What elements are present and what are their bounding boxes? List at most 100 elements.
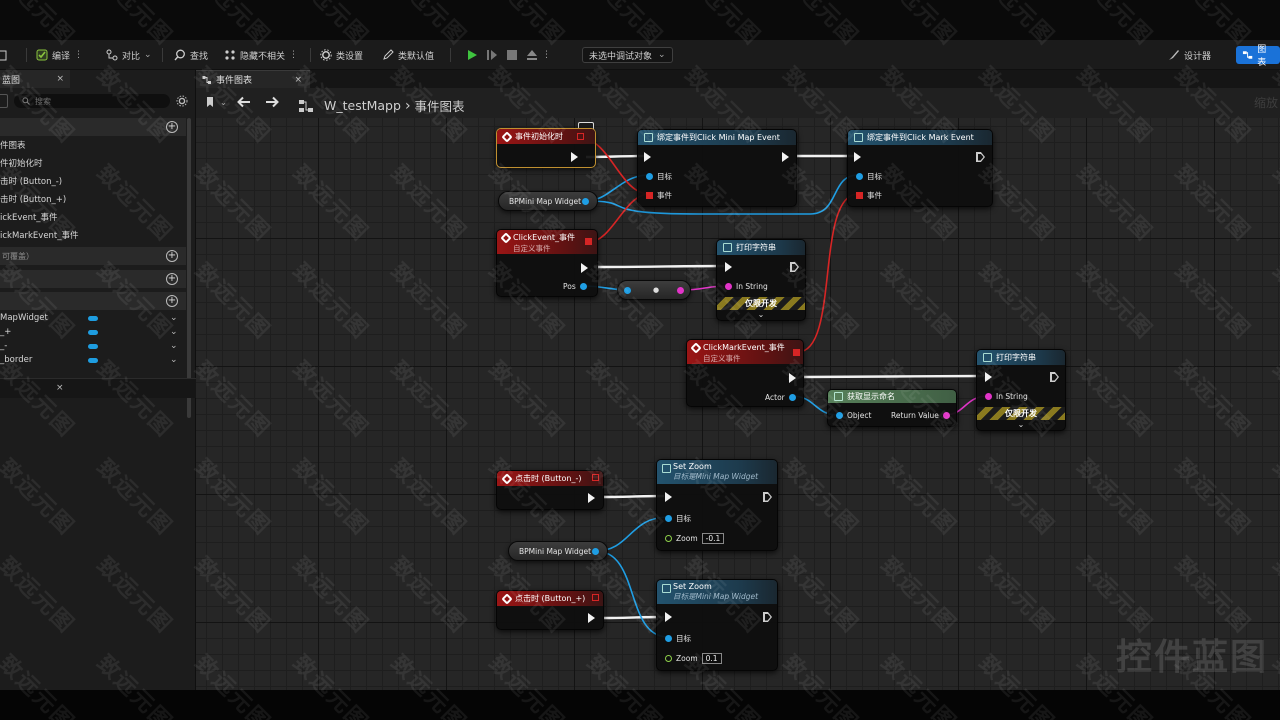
input-pin[interactable] bbox=[624, 286, 631, 294]
print-string-node-2[interactable]: 打印字符串 In String 仅限开发 ⌄ bbox=[976, 349, 1066, 431]
exec-out-pin[interactable] bbox=[588, 613, 595, 623]
object-out-pin[interactable] bbox=[592, 548, 599, 555]
tab-event-graph[interactable]: 事件图表 × bbox=[196, 70, 310, 88]
forward-button[interactable] bbox=[264, 96, 280, 108]
find-button[interactable]: 查找 bbox=[174, 47, 208, 63]
graph-mode-button[interactable]: 图表 bbox=[1236, 45, 1280, 68]
target-pin[interactable]: 目标 bbox=[856, 171, 882, 182]
delegate-out-pin[interactable] bbox=[585, 238, 592, 245]
string-out-pin[interactable] bbox=[677, 287, 684, 294]
graph-item-click-mark-event[interactable]: ickMarkEvent_事件 bbox=[0, 227, 79, 243]
exec-out-pin[interactable] bbox=[976, 152, 985, 162]
delegate-out-pin[interactable] bbox=[577, 133, 584, 140]
delegate-out-pin[interactable] bbox=[592, 594, 599, 601]
in-string-pin[interactable]: In String bbox=[985, 392, 1028, 401]
exec-in-pin[interactable] bbox=[665, 492, 672, 502]
step-button[interactable] bbox=[486, 47, 498, 63]
bind-event-mark-node[interactable]: 绑定事件到Click Mark Event 目标 事件 bbox=[847, 129, 993, 207]
chevron-down-icon[interactable]: ⌄ bbox=[170, 341, 178, 351]
get-display-name-node[interactable]: 获取显示命名 Object Return Value bbox=[827, 389, 957, 427]
compile-button[interactable]: 编译 ⋮ bbox=[36, 47, 83, 63]
event-init-node[interactable]: 事件初始化时 bbox=[496, 128, 596, 168]
target-pin[interactable]: 目标 bbox=[665, 513, 691, 524]
exec-out-pin[interactable] bbox=[1050, 372, 1059, 382]
conversion-node[interactable]: ● bbox=[617, 280, 691, 300]
class-settings-button[interactable]: 类设置 bbox=[320, 47, 363, 63]
add-variable-icon[interactable]: + bbox=[166, 295, 178, 307]
add-macro-icon[interactable]: + bbox=[166, 273, 178, 285]
search-input[interactable]: 搜索 bbox=[14, 94, 170, 108]
zoom-value-field[interactable]: -0.1 bbox=[701, 533, 725, 544]
variable-item-button-minus[interactable]: _- ⌄ bbox=[0, 338, 186, 354]
left-panel-scrollbar[interactable] bbox=[187, 118, 191, 418]
expand-chevron-icon[interactable]: ⌄ bbox=[757, 310, 765, 319]
play-button[interactable] bbox=[466, 47, 478, 63]
delegate-out-pin[interactable] bbox=[592, 474, 599, 481]
target-pin[interactable]: 目标 bbox=[646, 171, 672, 182]
exec-in-pin[interactable] bbox=[985, 372, 992, 382]
in-string-pin[interactable]: In String bbox=[725, 282, 768, 291]
set-zoom-node-1[interactable]: Set Zoom 目标是Mini Map Widget 目标 Zoom-0.1 bbox=[656, 459, 778, 551]
hide-unrelated-button[interactable]: 隐藏不相关 ⋮ bbox=[224, 47, 298, 63]
settings-gear-icon[interactable] bbox=[176, 95, 188, 107]
chevron-down-icon[interactable]: ⌄ bbox=[170, 355, 178, 365]
functions-section-header[interactable]: 可覆盖） + bbox=[0, 247, 186, 265]
print-string-node-1[interactable]: 打印字符串 In String 仅限开发 ⌄ bbox=[716, 239, 806, 321]
delegate-out-pin[interactable] bbox=[793, 349, 800, 356]
designer-button[interactable]: 设计器 bbox=[1168, 47, 1211, 63]
zoom-pin[interactable]: Zoom-0.1 bbox=[665, 533, 725, 544]
variable-item-minimap-widget[interactable]: MapWidget ⌄ bbox=[0, 310, 186, 326]
kebab-icon[interactable]: ⋮ bbox=[74, 50, 84, 60]
graphs-section-header[interactable]: + bbox=[0, 118, 186, 136]
class-defaults-button[interactable]: 类默认值 bbox=[382, 47, 434, 63]
zoom-value-field[interactable]: 0.1 bbox=[701, 653, 722, 664]
kebab-icon[interactable]: ⋮ bbox=[289, 50, 299, 60]
event-pin[interactable]: 事件 bbox=[646, 190, 672, 201]
stop-button[interactable] bbox=[506, 47, 518, 63]
exec-out-pin[interactable] bbox=[571, 152, 578, 162]
return-value-pin[interactable]: Return Value bbox=[891, 411, 950, 420]
graph-item-event-graph[interactable]: 件图表 bbox=[0, 137, 26, 153]
on-clicked-plus-node[interactable]: 点击时 (Button_+) bbox=[496, 590, 604, 630]
click-event-node[interactable]: ClickEvent_事件 自定义事件 Pos bbox=[496, 229, 598, 297]
save-button[interactable] bbox=[0, 47, 12, 63]
graph-item-click-minus[interactable]: 击时 (Button_-) bbox=[0, 173, 62, 189]
variable-item-border[interactable]: _border ⌄ bbox=[0, 352, 186, 368]
exec-in-pin[interactable] bbox=[854, 152, 861, 162]
close-icon[interactable]: × bbox=[56, 383, 64, 393]
exec-in-pin[interactable] bbox=[644, 152, 651, 162]
macros-section-header[interactable]: + bbox=[0, 270, 186, 288]
diff-button[interactable]: 对比 ⌄ bbox=[106, 47, 152, 63]
chevron-down-icon[interactable]: ⌄ bbox=[170, 313, 178, 323]
chevron-down-icon[interactable]: ⌄ bbox=[170, 327, 178, 337]
actor-pin[interactable]: Actor bbox=[765, 393, 796, 402]
exec-out-pin[interactable] bbox=[581, 263, 588, 273]
variables-section-header[interactable]: + bbox=[0, 292, 186, 310]
variable-item-button-plus[interactable]: _+ ⌄ bbox=[0, 324, 186, 340]
add-graph-icon[interactable]: + bbox=[166, 121, 178, 133]
breadcrumb-blueprint[interactable]: W_testMapp bbox=[324, 98, 401, 113]
bind-event-minimap-node[interactable]: 绑定事件到Click Mini Map Event 目标 事件 bbox=[637, 129, 797, 207]
minimap-widget-var-node[interactable]: BPMini Map Widget bbox=[498, 191, 598, 211]
object-in-pin[interactable]: Object bbox=[836, 411, 871, 420]
graph-item-event-init[interactable]: 件初始化时 bbox=[0, 155, 43, 171]
exec-out-pin[interactable] bbox=[790, 262, 799, 272]
add-function-icon[interactable]: + bbox=[166, 250, 178, 262]
event-pin[interactable]: 事件 bbox=[856, 190, 882, 201]
exec-out-pin[interactable] bbox=[763, 612, 772, 622]
graph-item-click-event[interactable]: ickEvent_事件 bbox=[0, 209, 58, 225]
target-pin[interactable]: 目标 bbox=[665, 633, 691, 644]
expand-chevron-icon[interactable]: ⌄ bbox=[1017, 420, 1025, 429]
on-clicked-minus-node[interactable]: 点击时 (Button_-) bbox=[496, 470, 604, 510]
close-icon[interactable]: × bbox=[56, 74, 64, 84]
pos-pin[interactable]: Pos bbox=[563, 282, 587, 291]
kebab-icon[interactable]: ⋮ bbox=[542, 50, 551, 60]
exec-in-pin[interactable] bbox=[665, 612, 672, 622]
exec-out-pin[interactable] bbox=[782, 152, 789, 162]
minimap-widget-var-node[interactable]: BPMini Map Widget bbox=[508, 541, 608, 561]
exec-out-pin[interactable] bbox=[588, 493, 595, 503]
exec-in-pin[interactable] bbox=[725, 262, 732, 272]
debug-object-dropdown[interactable]: 未选中调试对象 ⌄ bbox=[582, 47, 673, 63]
